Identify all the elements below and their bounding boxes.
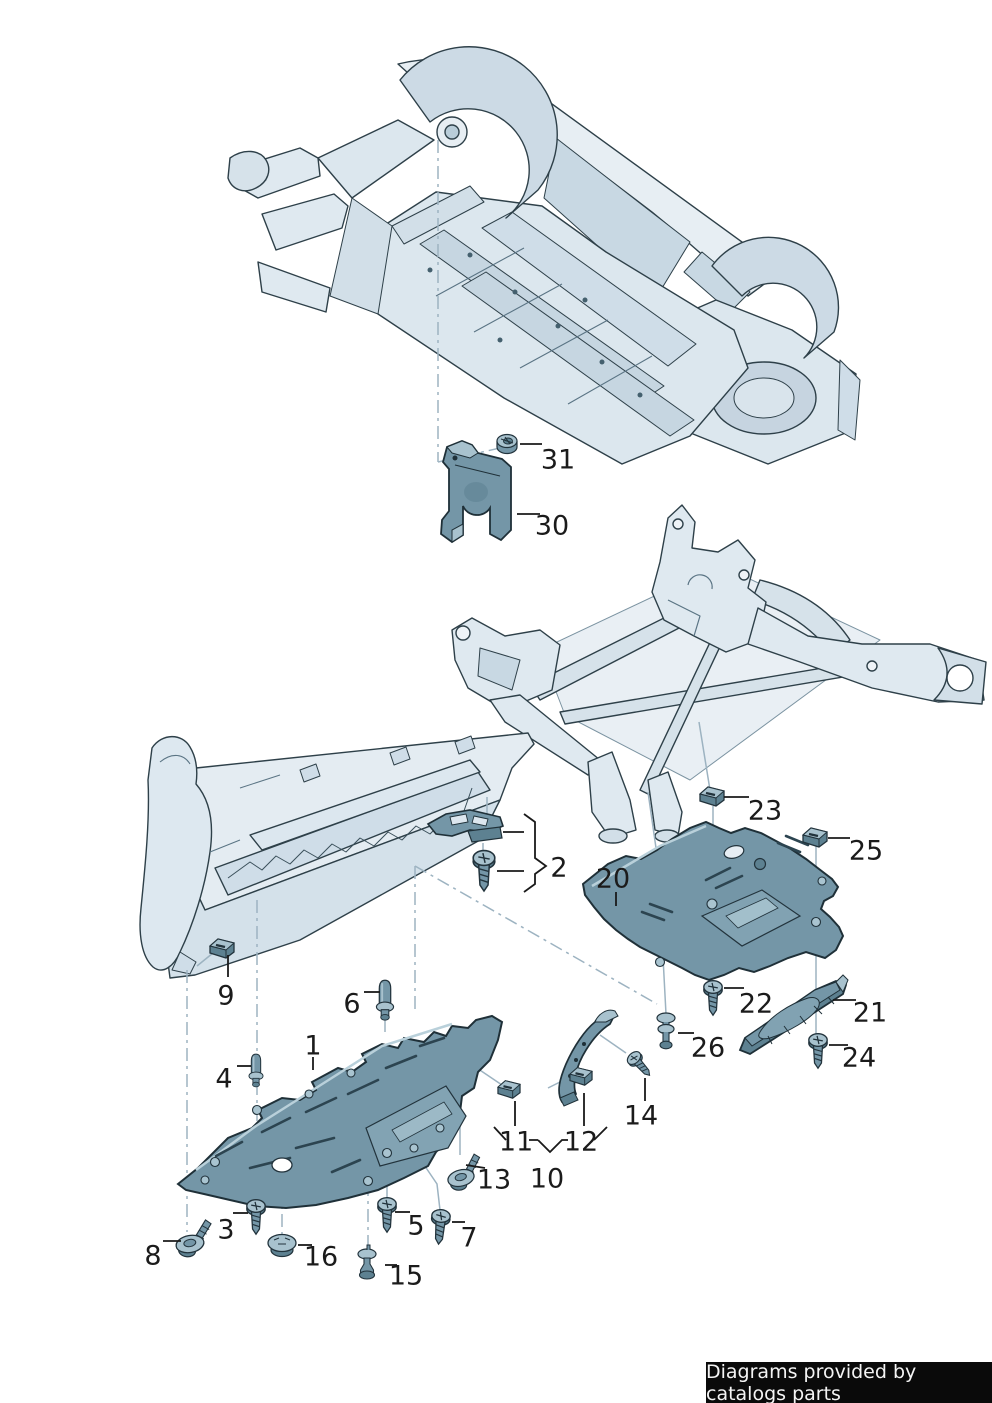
callout-12: 12: [563, 1126, 599, 1158]
pin-bolt-4: [248, 1053, 264, 1088]
underbody-panel-20: [581, 820, 845, 982]
attribution-banner: Diagrams provided by catalogs parts: [706, 1360, 992, 1403]
stud-bolt-26: [656, 1012, 676, 1050]
plug-16: [267, 1233, 297, 1258]
pin-bolt-6: [375, 979, 395, 1022]
underbody-panel-1: [176, 1014, 504, 1210]
screw-5: [377, 1196, 397, 1233]
callout-3: 3: [217, 1214, 235, 1246]
attribution-text: Diagrams provided by catalogs parts: [706, 1360, 917, 1403]
callout-31: 31: [540, 444, 576, 476]
screw-7: [428, 1208, 452, 1246]
callout-2: 2: [550, 852, 568, 884]
callout-11: 11: [498, 1126, 534, 1158]
callout-30: 30: [534, 510, 570, 542]
callout-7: 7: [460, 1222, 478, 1254]
leader-lines: [163, 443, 856, 1266]
callout-24: 24: [841, 1042, 877, 1074]
callout-16: 16: [303, 1241, 339, 1273]
callout-4: 4: [215, 1063, 233, 1095]
callout-5: 5: [407, 1210, 425, 1242]
rivet-15: [357, 1244, 377, 1280]
screw-24: [808, 1032, 828, 1069]
callout-15: 15: [388, 1260, 424, 1292]
washer-screw-13: [444, 1151, 481, 1193]
callout-26: 26: [690, 1032, 726, 1064]
callout-25: 25: [848, 835, 884, 867]
wheel-arch-bracket-10: [558, 1009, 619, 1107]
mount-bracket-30: [440, 440, 512, 544]
callout-14: 14: [623, 1100, 659, 1132]
washer-screw-8: [171, 1215, 213, 1261]
screw-22: [703, 979, 723, 1016]
callout-20: 20: [595, 863, 631, 895]
callout-23: 23: [747, 795, 783, 827]
callout-22: 22: [738, 988, 774, 1020]
clip-11: [496, 1079, 522, 1100]
callout-1: 1: [304, 1030, 322, 1062]
callout-8: 8: [144, 1240, 162, 1272]
sill-strip-21: [738, 974, 849, 1056]
screw-3: [246, 1198, 266, 1235]
screw-2: [472, 849, 496, 892]
retainer-bracket-2: [426, 809, 504, 843]
nut-31: [496, 433, 518, 455]
callout-9: 9: [217, 980, 235, 1012]
callout-6: 6: [343, 988, 361, 1020]
clip-23: [698, 785, 726, 808]
screw-14: [624, 1048, 656, 1081]
callout-13: 13: [476, 1164, 512, 1196]
callout-10: 10: [529, 1163, 565, 1195]
subframe-illustration: [451, 504, 987, 844]
car-body-illustration: [227, 46, 861, 465]
callout-21: 21: [852, 997, 888, 1029]
bumper-illustration: [139, 732, 535, 979]
